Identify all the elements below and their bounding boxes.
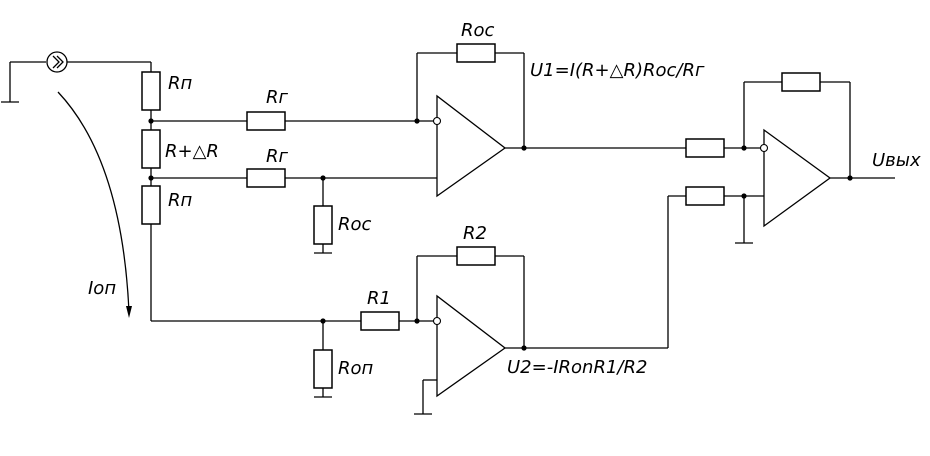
opamp-1 <box>416 43 686 198</box>
opamp-3 <box>763 128 832 228</box>
resistor-r1 <box>360 311 400 331</box>
resistor-sum-feedback <box>781 72 821 92</box>
label-roc-feedback: Roc <box>461 20 495 41</box>
ron-path <box>151 311 437 398</box>
label-u2-formula: U2=-IRonR1/R2 <box>507 357 647 378</box>
resistor-rg-bottom <box>246 168 286 188</box>
rg-bottom-path <box>151 168 437 254</box>
resistor-sum-2 <box>685 186 725 206</box>
opamp-2 <box>414 195 686 415</box>
summing-stage <box>685 72 895 244</box>
current-source <box>46 51 151 73</box>
label-r2: R2 <box>463 223 487 244</box>
resistor-sum-1 <box>685 138 725 158</box>
label-rn-top: Rп <box>168 73 193 94</box>
resistor-rn-bottom <box>141 185 161 225</box>
label-iop: Iоп <box>88 278 116 299</box>
rg-top-path <box>151 111 437 131</box>
resistor-rn-top <box>141 71 161 111</box>
resistor-rg-top <box>246 111 286 131</box>
resistor-roc-ground <box>313 205 333 245</box>
resistor-roc-feedback <box>456 43 496 63</box>
label-rn-bottom: Rп <box>168 190 193 211</box>
resistor-r-delta <box>141 129 161 169</box>
resistor-string <box>141 62 161 321</box>
label-uout: Uвых <box>872 150 921 171</box>
resistor-ron <box>313 349 333 389</box>
label-ron: Rоп <box>338 358 374 379</box>
label-u1-formula: U1=I(R+△R)Roc/Rг <box>530 60 705 81</box>
iop-arrow <box>57 91 132 318</box>
label-r-delta: R+△R <box>165 141 219 162</box>
input-ground <box>1 61 46 103</box>
label-roc-ground: Roc <box>338 214 372 235</box>
label-rg-bottom: Rг <box>266 146 289 167</box>
label-rg-top: Rг <box>266 87 289 108</box>
resistor-r2 <box>456 246 496 266</box>
label-r1: R1 <box>367 288 391 309</box>
